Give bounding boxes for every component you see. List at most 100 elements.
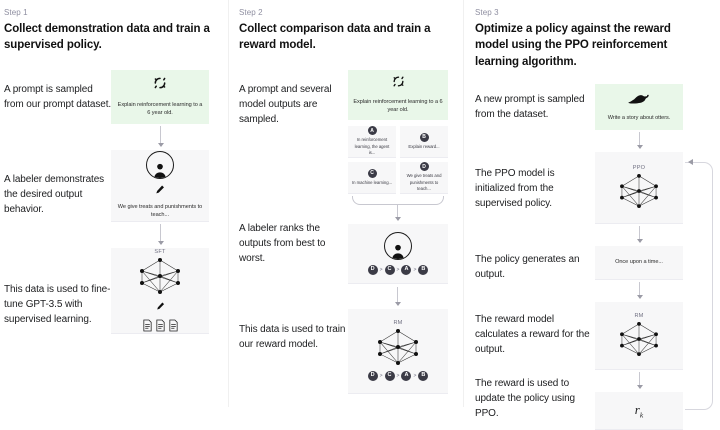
arrow-step1-b [157, 223, 164, 245]
caption-labeler-demo: A labeler demonstrates the desired outpu… [4, 173, 105, 216]
option-text-d: We give treats and punishments to teach.… [406, 173, 442, 191]
option-text-b: Explain reward... [408, 143, 440, 149]
rank-chip-1: D [367, 264, 378, 275]
step-2-title: Collect comparison data and train a rewa… [239, 23, 431, 52]
step-3-title: Optimize a policy against the reward mod… [475, 23, 671, 68]
rm-rank-chip-2: C [384, 371, 395, 382]
option-text-a: In reinforcement learning, the agent is.… [354, 137, 390, 155]
option-card-b[interactable]: B Explain reward... [400, 125, 448, 158]
rank-chip-3: A [401, 264, 412, 275]
pen-icon [155, 182, 165, 200]
prompt-text-step1: Explain reinforcement learning to a 6 ye… [117, 101, 203, 117]
rank-sep-2: > [396, 266, 400, 273]
step-1-flow: A prompt is sampled from our prompt data… [4, 64, 228, 394]
arrow-step1-a [157, 125, 164, 147]
option-chip-b: B [419, 132, 429, 142]
rank-chip-2: C [384, 264, 395, 275]
reward-formula-icon: rk [635, 402, 643, 420]
document-icon [168, 319, 178, 332]
step-3-flow: A new prompt is sampled from the dataset… [475, 80, 720, 430]
step-1-label: Step 1 [4, 8, 28, 17]
ppo-label: PPO [632, 165, 646, 172]
pen-icon-sft [156, 298, 165, 316]
document-icon [142, 319, 152, 332]
caption-rm-reward: The reward model calculates a reward for… [475, 313, 590, 356]
caption-prompt-sampled: A prompt is sampled from our prompt data… [4, 83, 112, 110]
refresh-circle-icon [392, 75, 405, 93]
labeler-box-step1[interactable]: We give treats and punishments to teach.… [111, 149, 209, 222]
step-2-captions: A prompt and several model outputs are s… [239, 64, 346, 404]
caption-policy-output: The policy generates an output. [475, 253, 580, 281]
sft-label: SFT [154, 248, 166, 255]
reward-subscript: k [639, 410, 644, 420]
step-2-lane: Explain reinforcement learning to a 6 ye… [344, 64, 463, 404]
feedback-loop-arrow [685, 161, 713, 410]
rm-box-step3[interactable]: RM [595, 301, 683, 370]
prompt-text-step3: Write a story about otters. [607, 114, 671, 121]
option-card-d[interactable]: D We give treats and punishments to teac… [400, 161, 448, 194]
caption-new-prompt: A new prompt is sampled from the dataset… [475, 93, 585, 121]
option-card-a[interactable]: A In reinforcement learning, the agent i… [348, 125, 396, 158]
options-brace [352, 195, 444, 205]
ppo-box-step3[interactable]: PPO [595, 151, 683, 224]
labeler-rank-box[interactable]: D > C > A > B [348, 223, 448, 284]
refresh-circle-icon [153, 76, 167, 95]
step-1-column: Step 1 Collect demonstration data and tr… [0, 0, 228, 407]
option-chip-a: A [367, 126, 377, 136]
option-chip-c: C [367, 168, 377, 178]
rm-rank-chip-4: B [418, 371, 429, 382]
rm-label-step2: RM [393, 320, 403, 327]
step-1-title: Collect demonstration data and train a s… [4, 23, 210, 52]
step-3-column: Step 3 Optimize a policy against the rew… [463, 0, 720, 430]
rm-rank-chip-1: D [367, 371, 378, 382]
caption-ppo-init: The PPO model is initialized from the su… [475, 167, 555, 210]
rank-chip-4: B [418, 264, 429, 275]
neural-network-icon [615, 173, 663, 209]
rank-sep-3: > [413, 266, 417, 273]
option-card-c[interactable]: C In machine learning... [348, 161, 396, 194]
prompt-text-step2: Explain reinforcement learning to a 6 ye… [353, 98, 443, 114]
arrow-step2-a [394, 204, 401, 221]
step-2-column: Step 2 Collect comparison data and train… [228, 0, 463, 407]
otter-icon [627, 92, 651, 110]
prompt-box-step1[interactable]: Explain reinforcement learning to a 6 ye… [111, 69, 209, 124]
step-3-label: Step 3 [475, 8, 499, 17]
step-3-captions: A new prompt is sampled from the dataset… [475, 80, 593, 419]
arrow-step3-b [636, 225, 643, 243]
sft-box-step1[interactable]: SFT [111, 247, 209, 334]
option-text-c: In machine learning... [352, 179, 392, 185]
step-3-lane: Write a story about otters. PPO [593, 80, 720, 430]
rm-rank-sep-3: > [413, 373, 417, 380]
neural-network-icon [373, 328, 423, 366]
step-2-flow: A prompt and several model outputs are s… [239, 64, 463, 404]
labeler-person-icon [146, 150, 174, 179]
caption-finetune: This data is used to fine-tune GPT-3.5 w… [4, 283, 111, 326]
arrow-step2-b [394, 286, 401, 306]
rm-rank-sep-1: > [379, 373, 383, 380]
neural-network-icon [135, 257, 185, 295]
prompt-box-step3[interactable]: Write a story about otters. [595, 83, 683, 130]
option-chip-d: D [419, 162, 429, 172]
ranking-row-labeler: D > C > A > B [367, 264, 429, 275]
neural-network-icon [615, 321, 663, 357]
rm-box-step2[interactable]: RM [348, 308, 448, 394]
feedback-loop-arrowhead [688, 158, 693, 165]
output-box-step3[interactable]: Once upon a time... [595, 245, 683, 280]
rm-rank-chip-3: A [401, 371, 412, 382]
ranking-row-rm: D > C > A > B [367, 371, 429, 382]
prompt-box-step2[interactable]: Explain reinforcement learning to a 6 ye… [348, 69, 448, 120]
documents-icon-group [142, 319, 179, 332]
output-text-step3: Once upon a time... [615, 259, 663, 266]
arrow-step3-d [636, 371, 643, 389]
labeler-text-step1: We give treats and punishments to teach.… [117, 203, 203, 219]
labeler-person-icon [384, 231, 412, 260]
reward-box-step3[interactable]: rk [595, 391, 683, 430]
arrow-step3-c [636, 281, 643, 299]
caption-update-ppo: The reward is used to update the policy … [475, 377, 575, 420]
caption-train-rm: This data is used to train our reward mo… [239, 323, 346, 350]
document-icon [155, 319, 165, 332]
rm-rank-sep-2: > [396, 373, 400, 380]
step-1-lane: Explain reinforcement learning to a 6 ye… [109, 64, 228, 394]
caption-prompt-outputs: A prompt and several model outputs are s… [239, 83, 332, 126]
